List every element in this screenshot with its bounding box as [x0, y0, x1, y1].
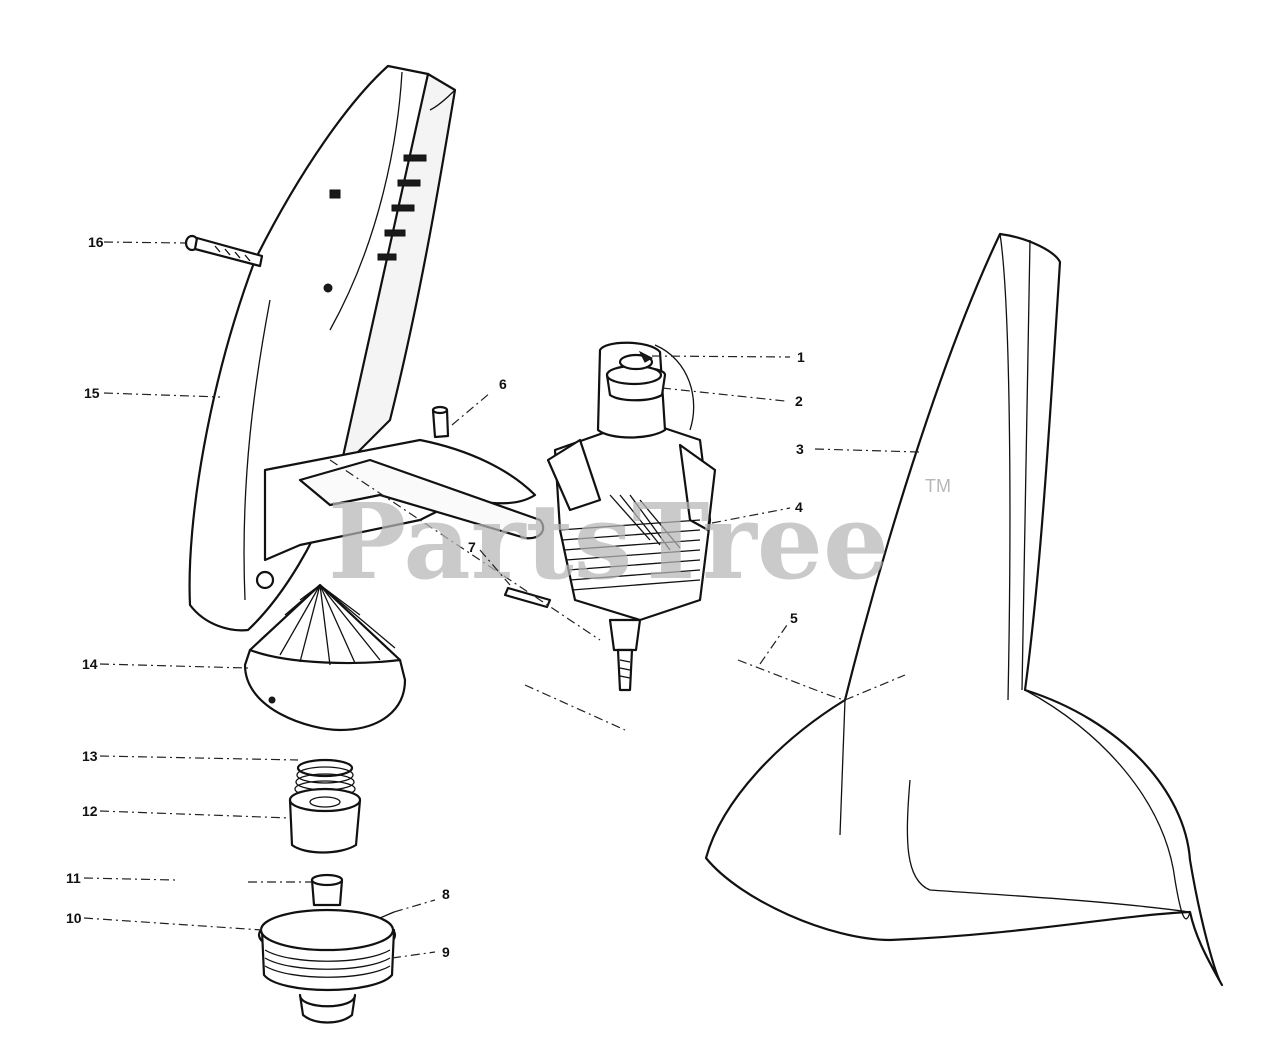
callout-7: 7 [468, 539, 476, 555]
callout-3: 3 [796, 441, 804, 457]
part-4-motor[interactable] [546, 341, 717, 692]
motor-windings [559, 494, 701, 591]
callout-4: 4 [795, 499, 803, 515]
watermark-text: PartsTree [328, 480, 889, 603]
callout-15: 15 [84, 385, 100, 401]
part-12-spool-housing[interactable] [288, 787, 362, 854]
part-1-clip[interactable] [618, 350, 654, 371]
leader-lines [83, 241, 921, 959]
callout-11: 11 [66, 870, 81, 886]
part-6-bushing[interactable] [431, 405, 450, 439]
callout-12: 12 [82, 803, 98, 819]
callout-5: 5 [790, 610, 798, 626]
part-2-bearing[interactable] [605, 364, 667, 402]
callout-1: 1 [797, 349, 805, 365]
part-10-spool[interactable] [257, 908, 397, 992]
watermark: PartsTree TM [328, 476, 951, 603]
part-3-housing-half[interactable] [704, 232, 1224, 987]
assembly-lines [329, 459, 906, 731]
callout-10: 10 [66, 910, 82, 926]
callout-13: 13 [82, 748, 98, 764]
callout-16: 16 [88, 234, 104, 250]
part-8-line-eyelet[interactable] [379, 911, 395, 919]
part-9-line-spool[interactable] [264, 949, 391, 1024]
callout-6: 6 [499, 376, 507, 392]
callout-14: 14 [82, 656, 98, 672]
watermark-trademark: TM [925, 476, 951, 496]
callout-labels: 1 2 3 4 5 6 7 8 9 10 11 12 13 14 15 16 [66, 234, 805, 960]
callout-2: 2 [795, 393, 803, 409]
part-7-pin[interactable] [503, 586, 552, 609]
part-15-housing-half[interactable] [188, 64, 545, 632]
callout-8: 8 [442, 886, 450, 902]
part-13-spring[interactable] [294, 758, 356, 798]
callout-9: 9 [442, 944, 450, 960]
part-14-fan[interactable] [243, 583, 407, 732]
part-11-hub[interactable] [310, 873, 344, 907]
part-16-screw[interactable] [184, 234, 264, 268]
